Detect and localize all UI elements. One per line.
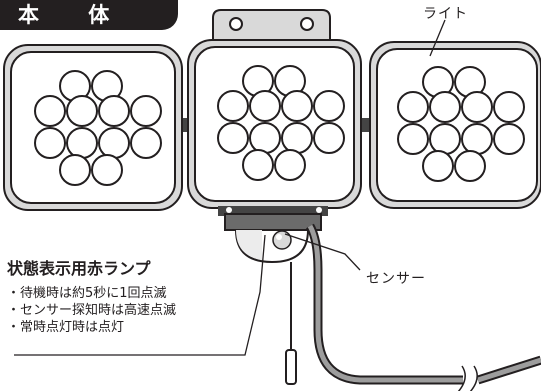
pull-switch-cord — [285, 262, 297, 385]
led-lens-icon — [461, 123, 493, 155]
led-lens-icon — [130, 95, 162, 127]
light-label: ライト — [423, 6, 468, 22]
status-lamp-title: 状態表示用赤ランプ — [7, 259, 151, 278]
lamp-leader-line — [14, 234, 266, 356]
sensor-label: センサー — [366, 271, 426, 287]
led-lens-icon — [493, 123, 525, 155]
led-lens-icon — [34, 95, 66, 127]
status-lamp-item: ・センサー探知時は高速点滅 — [7, 303, 177, 318]
led-lens-icon — [461, 91, 493, 123]
led-lens-icon — [217, 90, 249, 122]
led-lens-icon — [429, 91, 461, 123]
left-light-panel — [3, 44, 183, 211]
power-cable — [305, 223, 541, 391]
led-lens-icon — [422, 150, 454, 182]
led-lens-icon — [397, 123, 429, 155]
led-lens-icon — [98, 95, 130, 127]
status-lamp-item: ・待機時は約5秒に1回点滅 — [7, 286, 167, 301]
right-light-panel — [369, 41, 541, 209]
led-lens-icon — [281, 90, 313, 122]
led-lens-icon — [429, 123, 461, 155]
led-lens-icon — [66, 127, 98, 159]
center-light-panel — [187, 39, 362, 209]
led-lens-icon — [59, 154, 91, 186]
led-lens-icon — [242, 149, 274, 181]
led-lens-icon — [493, 91, 525, 123]
led-lens-icon — [91, 154, 123, 186]
led-lens-icon — [397, 91, 429, 123]
status-lamp-callout: 状態表示用赤ランプ ・待機時は約5秒に1回点滅 ・センサー探知時は高速点滅 ・常… — [7, 258, 257, 336]
led-lens-icon — [454, 150, 486, 182]
led-lens-icon — [249, 122, 281, 154]
status-lamp-list: ・待機時は約5秒に1回点滅 ・センサー探知時は高速点滅 ・常時点灯時は点灯 — [7, 285, 257, 336]
title-tab: 本 体 — [0, 0, 178, 30]
led-lens-icon — [66, 95, 98, 127]
pir-sensor-icon — [272, 230, 292, 250]
led-lens-icon — [274, 149, 306, 181]
page-title: 本 体 — [18, 3, 131, 27]
led-lens-icon — [34, 127, 66, 159]
led-lens-icon — [217, 122, 249, 154]
light-leader-line — [429, 19, 446, 57]
led-lens-icon — [281, 122, 313, 154]
led-lens-icon — [98, 127, 130, 159]
led-lens-group — [34, 65, 525, 186]
sensor-leader-line — [284, 233, 361, 271]
mounting-bracket — [212, 9, 331, 43]
status-lamp-item: ・常時点灯時は点灯 — [7, 320, 125, 335]
led-lens-icon — [130, 127, 162, 159]
led-lens-icon — [249, 90, 281, 122]
led-lens-icon — [313, 122, 345, 154]
led-lens-icon — [313, 90, 345, 122]
